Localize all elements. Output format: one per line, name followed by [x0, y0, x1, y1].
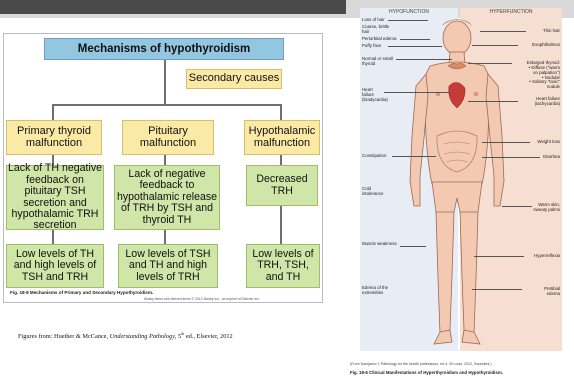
label-exophthalmos: Exophthalmos: [532, 43, 560, 48]
leader-line: [474, 256, 524, 257]
connector-left: [52, 104, 54, 120]
figure-source-citation: Figures from: Huether & McCance, Underst…: [18, 331, 233, 340]
hypofunction-header: HYPOFUNCTION: [360, 9, 458, 15]
title-bar-stripe: [0, 0, 346, 14]
label-normal-small-thyroid: Normal or small thyroid: [362, 57, 393, 67]
decreased-trh-box: Decreased TRH: [246, 165, 318, 206]
connector-right: [280, 104, 282, 120]
pituitary-malfunction-box: Pituitary malfunction: [122, 120, 214, 155]
label-muscle-weakness: Muscle weakness: [362, 242, 397, 247]
label-periorbital-edema: Periorbital edema: [362, 37, 396, 42]
flowchart-credit: Mosby items and derived items © 2012 Mos…: [144, 297, 260, 301]
leader-line: [400, 246, 426, 247]
connector-branch: [52, 104, 280, 106]
source-suffix2: ed., Elsevier, 2012: [184, 333, 232, 340]
label-enlarged-thyroid: Enlarged thyroid: • Diffuse ("warm on pa…: [527, 61, 560, 90]
connector-trunk: [164, 60, 166, 106]
body-figure-caption: Fig. 18-6 Clinical Manifestations of Hyp…: [350, 370, 556, 375]
source-prefix: Figures from: Huether & McCance,: [18, 333, 110, 340]
leader-line: [468, 101, 518, 102]
label-diarrhea: Diarrhea: [543, 155, 560, 160]
label-hyperreflexia: Hyperreflexia: [534, 254, 560, 259]
hypothyroidism-flowchart: Mechanisms of hypothyroidism Secondary c…: [3, 33, 323, 303]
label-thin-hair: Thin hair: [543, 29, 560, 34]
leader-line: [388, 20, 428, 21]
leader-line: [384, 92, 450, 93]
connector-l2: [52, 230, 54, 244]
label-puffy-face: Puffy face: [362, 44, 381, 49]
connector-r1: [280, 155, 282, 165]
body-figure-source: (From Damjanov I: Pathology for the heal…: [350, 362, 492, 366]
connector-r2: [280, 206, 282, 244]
label-cold-intolerance: Cold intolerance: [362, 187, 383, 197]
secondary-causes-label: Secondary causes: [186, 69, 282, 89]
leader-line: [482, 157, 540, 158]
flowchart-caption: Fig. 18-8 Mechanisms of Primary and Seco…: [10, 290, 153, 295]
human-body-illustration: [402, 16, 512, 356]
low-tsh-th-high-trh-box: Low levels of TSH and TH and high levels…: [118, 244, 218, 288]
label-warm-skin: Warm skin, sweaty palms: [533, 203, 560, 213]
leader-line: [502, 206, 532, 207]
label-pretibial-edema: Pretibial edema: [544, 287, 560, 297]
label-heart-failure-bradycardia: Heart failure (bradycardia): [362, 88, 388, 103]
thyroid-body-figure: HYPOFUNCTION HYPERFUNCTION Loss of hair …: [348, 0, 574, 391]
leader-line: [472, 45, 518, 46]
label-weight-loss: Weight loss: [537, 140, 560, 145]
hyperfunction-header: HYPERFUNCTION: [462, 9, 560, 15]
label-coarse-brittle-hair: Coarse, brittle hair: [362, 25, 389, 35]
connector-m1: [164, 155, 166, 165]
leader-line: [468, 63, 512, 64]
lack-of-negative-feedback-box: Lack of negative feedback to hypothalami…: [114, 165, 220, 230]
hypothalamic-malfunction-box: Hypothalamic malfunction: [244, 120, 320, 155]
leader-line: [400, 39, 430, 40]
leader-line: [480, 31, 526, 32]
primary-thyroid-malfunction-box: Primary thyroid malfunction: [6, 120, 102, 155]
leader-line: [482, 142, 530, 143]
leader-line: [392, 156, 436, 157]
connector-m2: [164, 230, 166, 244]
label-constipation: Constipation: [362, 154, 386, 159]
source-book-title: Understanding Pathology: [110, 333, 175, 340]
leader-line: [396, 59, 452, 60]
label-edema-extremities: Edema of the extremities: [362, 286, 388, 296]
lack-of-th-feedback-box: Lack of TH negative feedback on pituitar…: [6, 165, 104, 230]
low-trh-tsh-th-box: Low levels of TRH, TSH, and TH: [246, 244, 320, 288]
label-loss-of-hair: Loss of hair: [362, 18, 385, 23]
flowchart-title: Mechanisms of hypothyroidism: [44, 38, 284, 60]
label-heart-failure-tachycardia: Heart failure (tachycardia): [535, 97, 560, 107]
leader-line: [472, 289, 522, 290]
leader-line: [388, 46, 442, 47]
low-th-high-tsh-trh-box: Low levels of TH and high levels of TSH …: [6, 244, 104, 288]
